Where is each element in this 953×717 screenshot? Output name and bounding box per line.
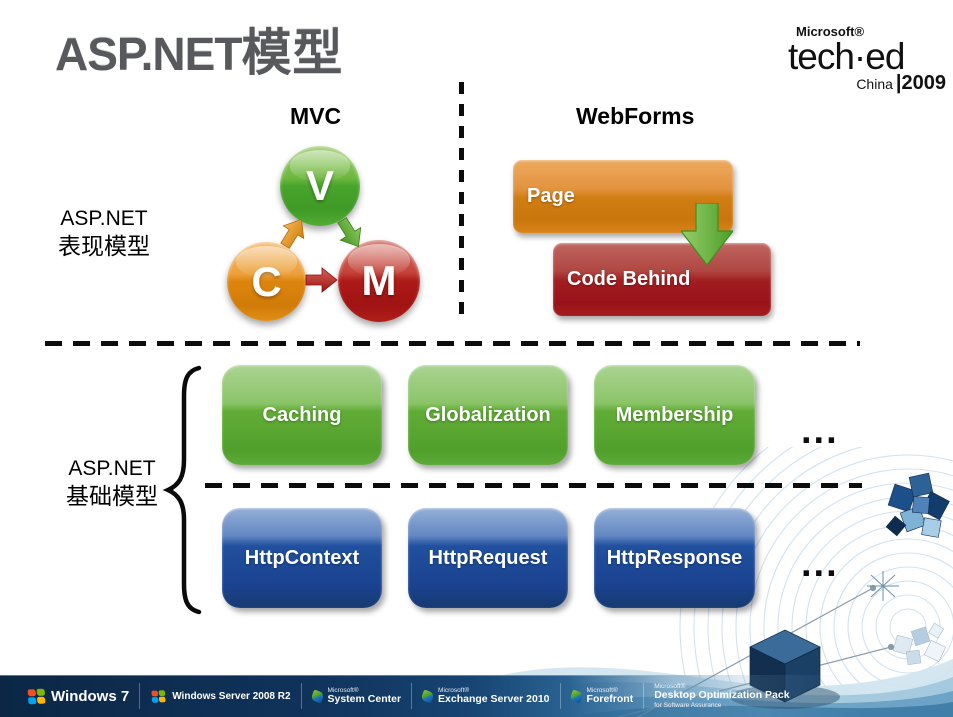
arrow-v-to-m-icon [337,217,362,248]
httpcontext-label: HttpContext [244,546,360,569]
footer-product-bar: Windows 7 Windows Server 2008 R2 Microso… [0,675,953,717]
httprequest-label: HttpRequest [428,546,548,569]
footer-item-system-center: Microsoft® System Center [309,686,402,706]
exchange-server-label: Exchange Server 2010 [438,692,550,705]
mvc-view-label: V [305,162,334,209]
mvc-heading: MVC [290,103,342,129]
presentation-model-label: ASP.NET 表现模型 [44,206,164,261]
footer-divider [300,683,302,709]
mvc-arrows [280,217,362,293]
footer-divider [139,683,141,709]
arrow-c-to-m-icon [305,267,338,293]
service-box-globalization: Globalization [408,365,568,465]
webforms-codebehind-box: Code Behind [553,243,771,316]
service-caching-label: Caching [262,403,342,426]
httpresponse-label: HttpResponse [606,546,743,569]
system-center-label: System Center [327,692,402,705]
windows-flag-icon [27,688,46,704]
forefront-label: Forefront [586,692,634,705]
mvc-view-circle: V [280,146,360,226]
product-brand-label: Microsoft® [327,686,359,694]
footer-divider [411,683,413,709]
page-title: ASP.NET模型 [55,28,343,78]
dop-sub-label: for Software Assurance [654,701,722,709]
http-box-context: HttpContext [222,508,382,608]
dop-label: Desktop Optimization Pack [654,689,790,702]
service-membership-label: Membership [615,403,734,426]
windows-flag-icon [151,689,166,703]
footer-item-exchange-server: Microsoft® Exchange Server 2010 [420,686,550,706]
foundation-model-label: ASP.NET 基础模型 [52,456,172,511]
mvc-model-circle: M [338,240,420,322]
mvc-controller-circle: C [227,242,306,321]
http-box-request: HttpRequest [408,508,568,608]
teched-year-label: |2009 [895,72,946,95]
http-box-response: HttpResponse [594,508,755,608]
system-center-icon [309,688,325,704]
footer-divider [559,683,561,709]
product-brand-label: Microsoft® [438,686,470,694]
horizontal-dashed-divider-middle [205,483,862,488]
footer-item-forefront: Microsoft® Forefront [568,686,634,706]
exchange-server-icon [420,688,435,704]
presentation-model-line1: ASP.NET [60,207,148,230]
services-ellipsis: ... [801,410,839,452]
teched-logo: Microsoft® tech·ed China|2009 [788,24,946,95]
windows7-label: Windows 7 [51,687,130,705]
arrow-c-to-v-icon [280,218,305,249]
footer-divider [643,683,645,709]
teched-region-label: China [856,76,893,93]
footer-item-desktop-optimization-pack: Microsoft® Desktop Optimization Pack for… [654,683,789,709]
footer-item-windows-server: Windows Server 2008 R2 [150,689,291,704]
webforms-heading: WebForms [576,103,695,129]
product-brand-label: Microsoft® [586,686,618,694]
cube-cluster-top [885,472,950,538]
cube-cluster-bottom [892,622,946,666]
microsoft-wordmark: Microsoft® [796,24,865,39]
service-box-membership: Membership [594,365,755,465]
foundation-brace [162,365,202,615]
starburst-icon [867,571,899,601]
http-ellipsis: ... [801,543,839,585]
service-box-caching: Caching [222,365,382,465]
vertical-dashed-divider [459,82,464,322]
service-globalization-label: Globalization [425,403,551,426]
webforms-codebehind-label: Code Behind [567,268,691,290]
teched-subline: China|2009 [788,72,946,95]
foundation-model-line1: ASP.NET [68,457,156,480]
page-title-cjk: 模型 [241,25,344,81]
page-title-latin: ASP.NET [55,28,242,80]
foundation-model-line2: 基础模型 [66,483,158,510]
forefront-icon [568,688,584,704]
webforms-page-label: Page [527,185,575,207]
horizontal-dashed-divider-top [45,341,860,346]
windows-server-label: Windows Server 2008 R2 [172,690,291,702]
presentation-model-line2: 表现模型 [58,233,150,260]
footer-item-windows7: Windows 7 [27,687,130,705]
product-brand-label: Microsoft® [654,683,686,691]
arrow-page-to-codebehind-icon [681,203,733,265]
teched-wordmark: tech·ed [788,36,905,77]
